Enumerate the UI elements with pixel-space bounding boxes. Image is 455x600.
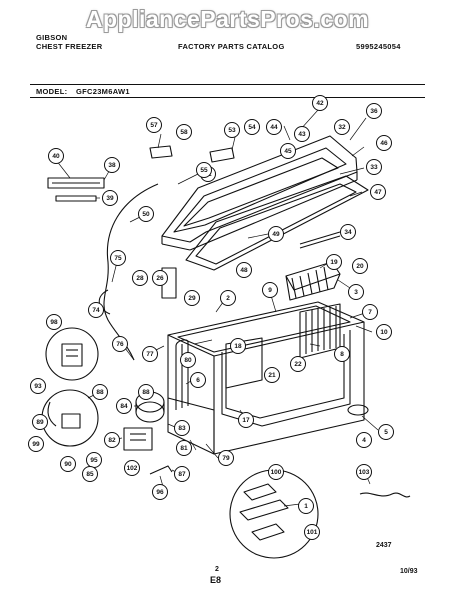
callout-34: 34 xyxy=(340,224,356,240)
callout-19: 19 xyxy=(326,254,342,270)
callout-54: 54 xyxy=(244,119,260,135)
callout-46: 46 xyxy=(376,135,392,151)
callout-32: 32 xyxy=(334,119,350,135)
callout-17: 17 xyxy=(238,412,254,428)
callout-45: 45 xyxy=(280,143,296,159)
lid-handle xyxy=(47,177,105,202)
callout-43: 43 xyxy=(294,126,310,142)
callout-5: 5 xyxy=(378,424,394,440)
callout-21: 21 xyxy=(264,367,280,383)
callout-58: 58 xyxy=(176,124,192,140)
callout-83: 83 xyxy=(174,420,190,436)
callout-6: 6 xyxy=(190,372,206,388)
callout-90: 90 xyxy=(60,456,76,472)
callout-88a: 88 xyxy=(92,384,108,400)
callout-99: 99 xyxy=(28,436,44,452)
callout-4: 4 xyxy=(356,432,372,448)
freezer-lid xyxy=(161,135,358,251)
callout-101: 101 xyxy=(304,524,320,540)
callout-38: 38 xyxy=(104,157,120,173)
callout-80: 80 xyxy=(180,352,196,368)
callout-42: 42 xyxy=(312,95,328,111)
section-code: E8 xyxy=(210,575,222,585)
relay-detail xyxy=(41,389,99,447)
callout-55: 55 xyxy=(196,162,212,178)
callout-29: 29 xyxy=(184,290,200,306)
leveling-foot xyxy=(347,404,369,416)
callout-2: 2 xyxy=(220,290,236,306)
catalog-title: FACTORY PARTS CATALOG xyxy=(178,42,285,51)
lid-hinge-right xyxy=(209,147,235,163)
model-label: MODEL: xyxy=(36,87,68,96)
site-watermark: AppliancePartsPros.com xyxy=(85,6,370,32)
callout-50: 50 xyxy=(138,206,154,222)
catalog-part-number: 5995245054 xyxy=(356,42,401,51)
header-divider xyxy=(30,84,425,85)
callout-44: 44 xyxy=(266,119,282,135)
callout-20: 20 xyxy=(352,258,368,274)
drain-hose xyxy=(359,492,411,498)
callout-49: 49 xyxy=(268,226,284,242)
hinge-detail xyxy=(229,469,319,559)
callout-98: 98 xyxy=(46,314,62,330)
callout-10: 10 xyxy=(376,324,392,340)
callout-18: 18 xyxy=(230,338,246,354)
callout-87: 87 xyxy=(174,466,190,482)
callout-22: 22 xyxy=(290,356,306,372)
callout-28: 28 xyxy=(132,270,148,286)
lid-hinge-left xyxy=(149,145,173,159)
callout-93: 93 xyxy=(30,378,46,394)
storage-basket xyxy=(285,261,341,301)
callout-1: 1 xyxy=(298,498,314,514)
callout-9: 9 xyxy=(262,282,278,298)
callout-76: 76 xyxy=(112,336,128,352)
thermostat-detail xyxy=(45,327,99,381)
freezer-cabinet xyxy=(167,301,365,455)
callout-75: 75 xyxy=(110,250,126,266)
model-number: GFC23M6AW1 xyxy=(76,87,130,96)
callout-100: 100 xyxy=(268,464,284,480)
callout-89: 89 xyxy=(32,414,48,430)
hinge-bar xyxy=(299,231,341,245)
callout-36: 36 xyxy=(366,103,382,119)
callout-7: 7 xyxy=(362,304,378,320)
callout-40: 40 xyxy=(48,148,64,164)
callout-82: 82 xyxy=(104,432,120,448)
brand-name: GIBSON xyxy=(36,33,68,42)
condenser-coil xyxy=(175,339,189,410)
callout-81: 81 xyxy=(176,440,192,456)
callout-88b: 88 xyxy=(138,384,154,400)
callout-53: 53 xyxy=(224,122,240,138)
revision-date: 10/93 xyxy=(400,568,418,575)
drawing-number: 2437 xyxy=(376,542,392,549)
callout-103: 103 xyxy=(356,464,372,480)
callout-39: 39 xyxy=(102,190,118,206)
callout-48: 48 xyxy=(236,262,252,278)
callout-77: 77 xyxy=(142,346,158,362)
callout-85: 85 xyxy=(82,466,98,482)
callout-3: 3 xyxy=(348,284,364,300)
compressor xyxy=(123,391,165,451)
callout-33: 33 xyxy=(366,159,382,175)
page-number: 2 xyxy=(215,566,219,573)
product-type: CHEST FREEZER xyxy=(36,42,103,51)
callout-96: 96 xyxy=(152,484,168,500)
model-divider xyxy=(30,97,425,98)
callout-57: 57 xyxy=(146,117,162,133)
callout-102: 102 xyxy=(124,460,140,476)
tubing xyxy=(149,465,173,475)
callout-26: 26 xyxy=(152,270,168,286)
callout-74: 74 xyxy=(88,302,104,318)
callout-47: 47 xyxy=(370,184,386,200)
callout-79: 79 xyxy=(218,450,234,466)
callout-8: 8 xyxy=(334,346,350,362)
lid-gasket xyxy=(185,175,369,271)
callout-84: 84 xyxy=(116,398,132,414)
